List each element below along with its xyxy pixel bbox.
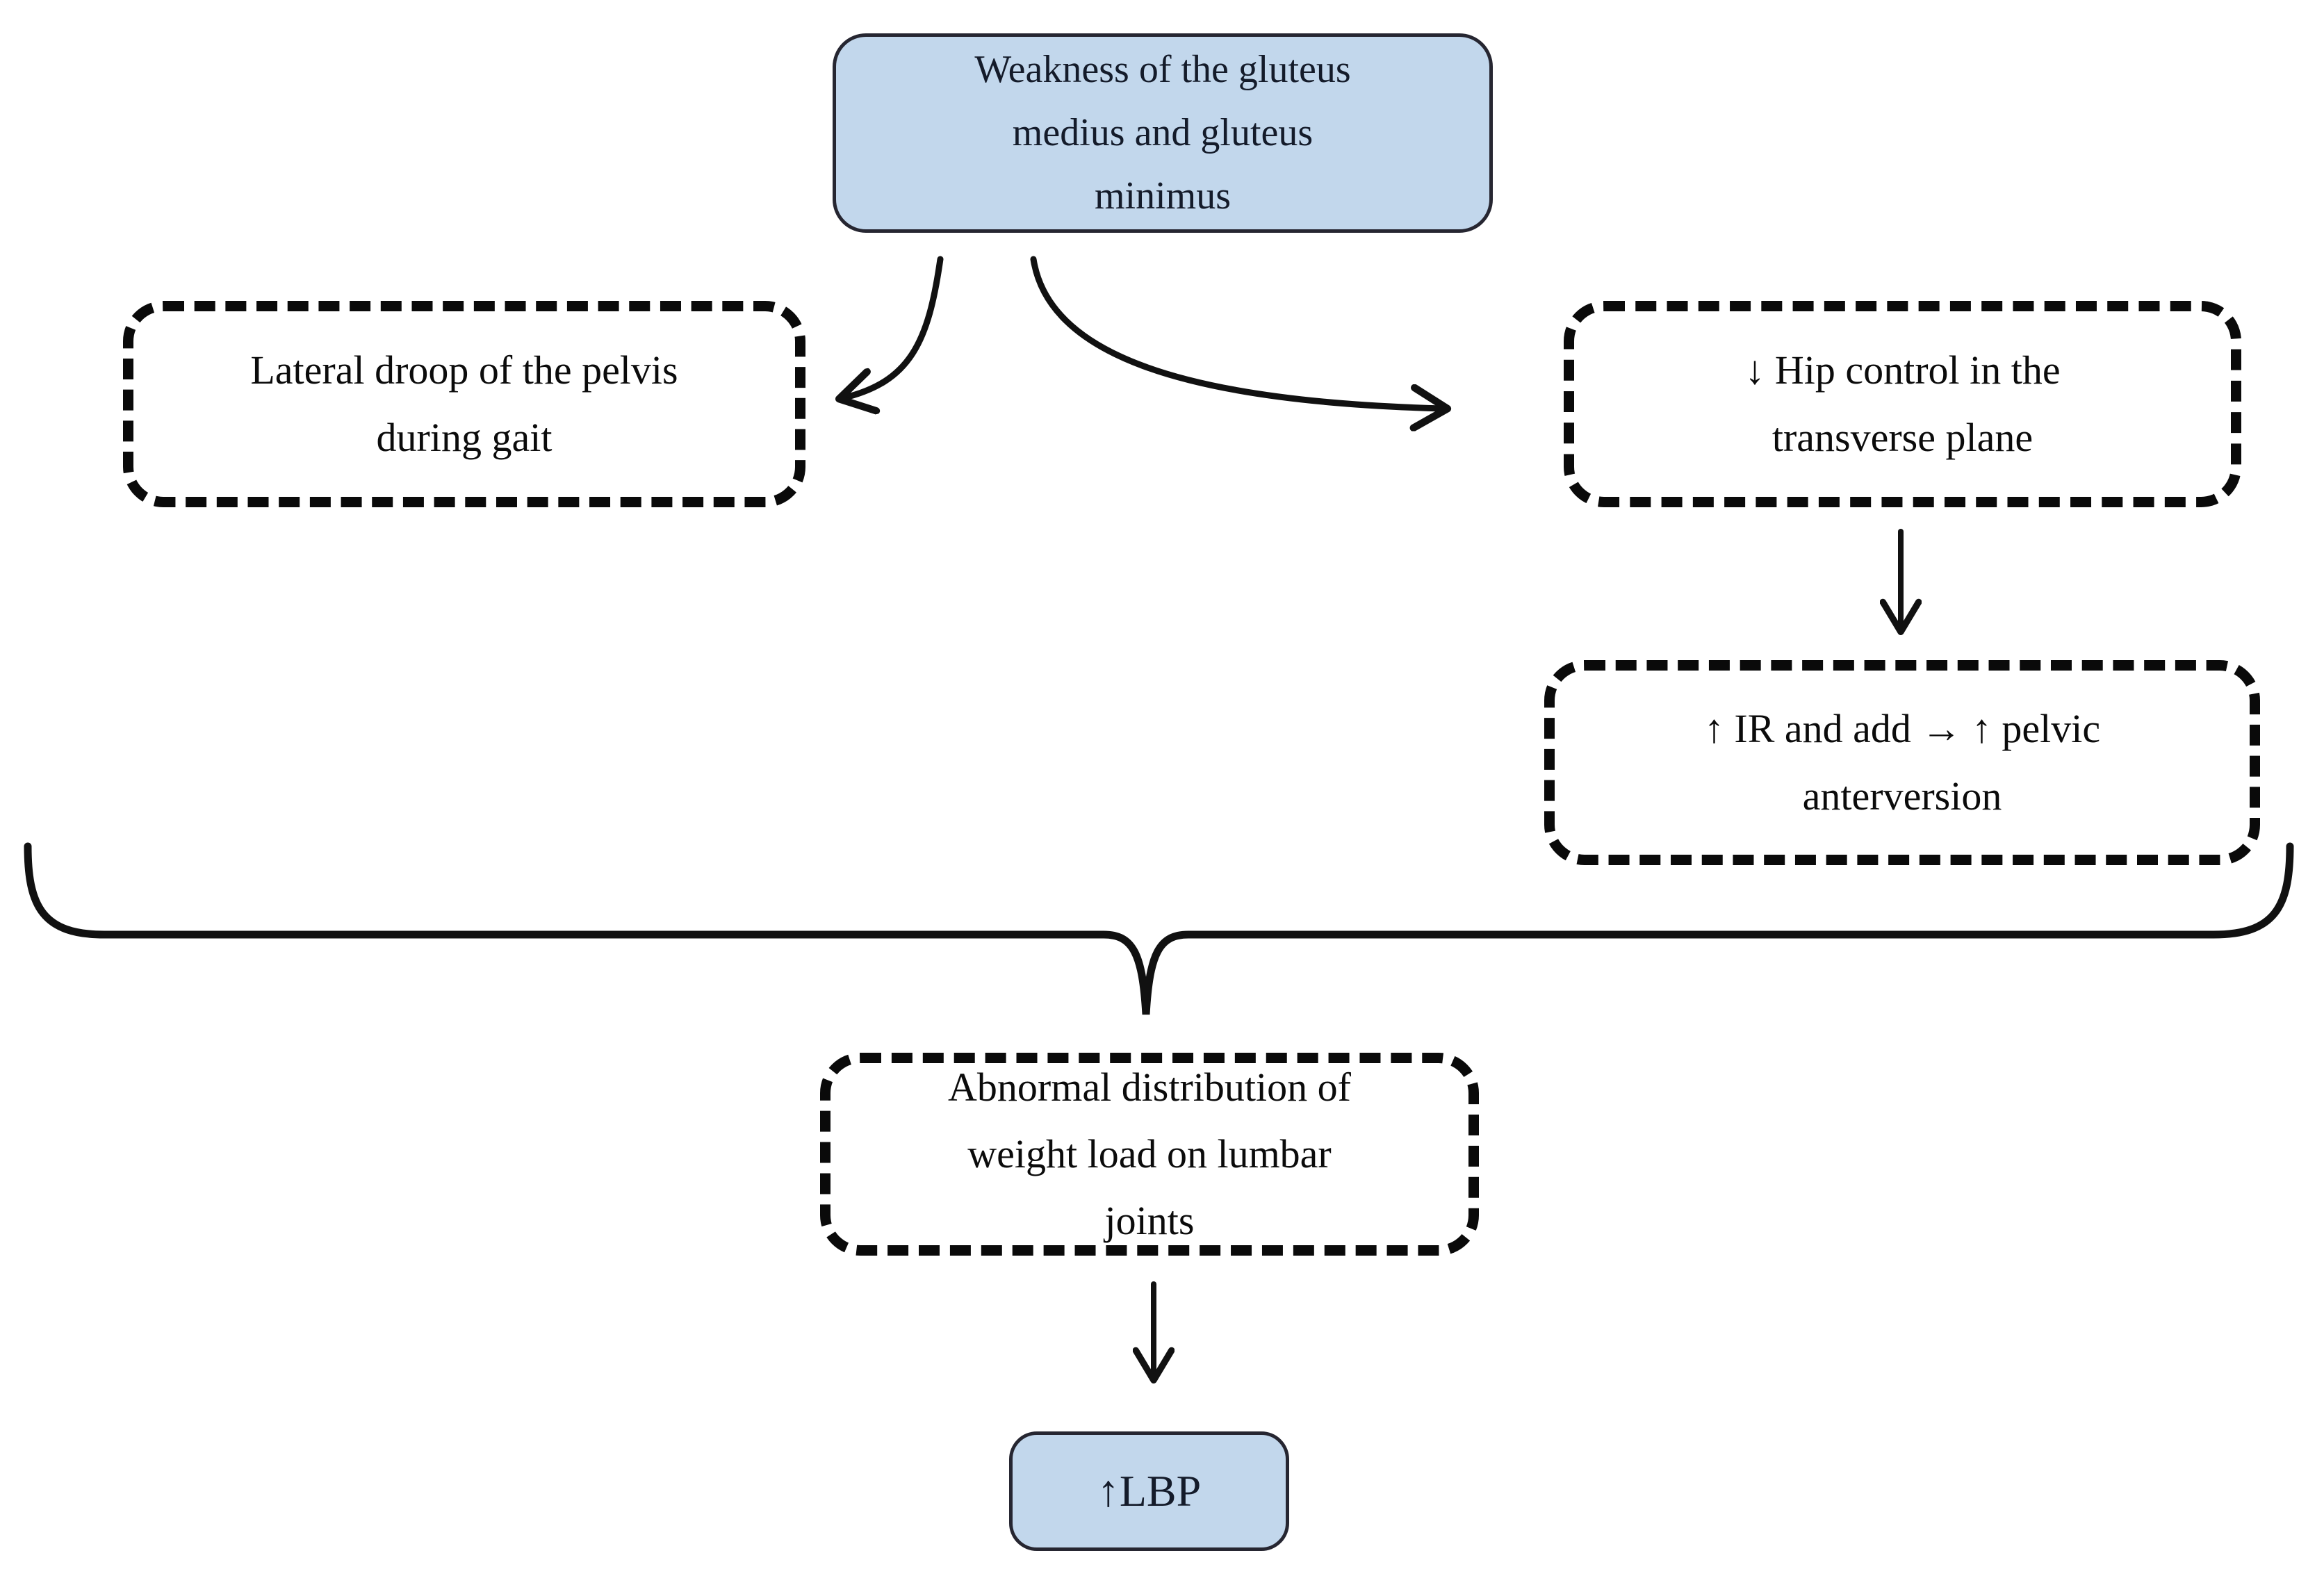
combining-brace: [24, 842, 2294, 1015]
node-hip-control: ↓ Hip control in the transverse plane: [1564, 301, 2241, 507]
edge-weakness-to-hip-control-arrow: [1030, 256, 1444, 409]
node-weakness-gluteus: Weakness of the gluteus medius and glute…: [833, 33, 1493, 233]
node-lateral-droop: Lateral droop of the pelvis during gait: [123, 301, 805, 507]
node-ir-add-pelvic-anterversion: ↑ IR and add → ↑ pelvic anterversion: [1544, 660, 2260, 865]
node-abnormal-weight-distribution: Abnormal distribution of weight load on …: [820, 1053, 1479, 1256]
edge-weakness-to-lateral-droop-arrow: [842, 256, 944, 398]
node-lbp: ↑LBP: [1009, 1431, 1289, 1551]
